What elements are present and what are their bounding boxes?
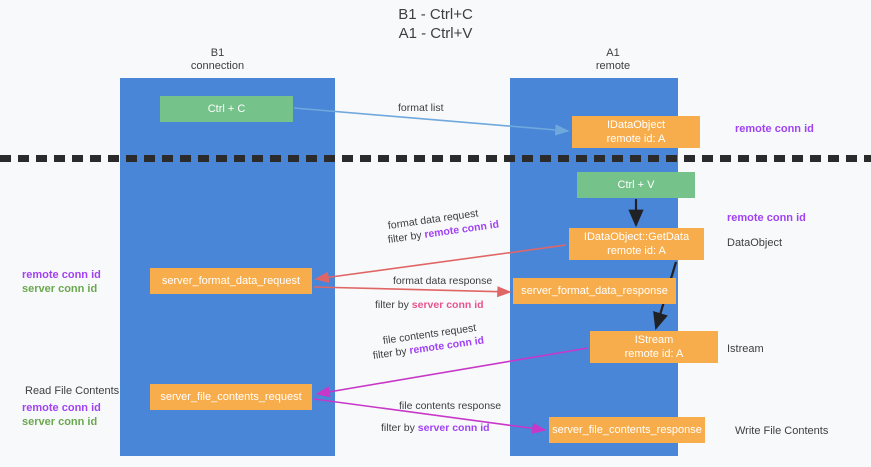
node-server-format-data-request[interactable]: server_format_data_request: [150, 268, 312, 294]
edge-label-format-data-response: format data response: [393, 275, 493, 287]
arrow-format-data-request: [314, 244, 567, 283]
arrow-file-contents-response: [313, 398, 547, 434]
node-ctrl-v[interactable]: Ctrl + V: [577, 172, 695, 198]
annotation-remote-conn-id: remote conn id: [22, 402, 101, 414]
node-server-file-contents-response[interactable]: server_file_contents_response: [549, 417, 705, 443]
node-getdata-remote-id: remote id: A: [607, 245, 666, 257]
node-ctrl-v-label: Ctrl + V: [617, 179, 655, 191]
node-server-file-contents-response-label: server_file_contents_response: [552, 424, 702, 436]
column-header-a1: A1 remote: [513, 47, 713, 73]
filter-key-server-conn-id: server conn id: [411, 299, 484, 311]
node-ctrl-c-label: Ctrl + C: [207, 103, 246, 115]
node-server-file-contents-request-label: server_file_contents_request: [160, 391, 302, 403]
annotation-remote-conn-id: remote conn id: [22, 269, 101, 281]
node-server-file-contents-request[interactable]: server_file_contents_request: [150, 384, 312, 410]
annotation-group-left-low: remote conn id server conn id: [22, 401, 101, 429]
title-line-1: B1 - Ctrl+C: [398, 6, 473, 23]
diagram-title: B1 - Ctrl+C A1 - Ctrl+V: [0, 5, 871, 43]
annotation-write-file-contents: Write File Contents: [735, 425, 829, 437]
node-getdata-title: IDataObject::GetData: [583, 231, 690, 243]
edge-label-file-contents-response-filter: filter by server conn id: [381, 421, 490, 435]
node-istream-remote-id: remote id: A: [624, 348, 684, 360]
node-ctrl-c[interactable]: Ctrl + C: [160, 96, 293, 122]
section-divider: [0, 155, 871, 162]
edge-label-format-data-response-filter: filter by server conn id: [375, 298, 484, 312]
node-istream-title: IStream: [634, 334, 674, 346]
annotation-group-left-mid: remote conn id server conn id: [22, 268, 101, 296]
node-server-format-data-request-label: server_format_data_request: [161, 275, 301, 287]
title-line-2: A1 - Ctrl+V: [398, 25, 473, 42]
filter-prefix: filter by: [375, 299, 412, 311]
node-idataobject-remote-id: remote id: A: [606, 133, 666, 145]
column-header-a1-name: A1: [606, 47, 620, 59]
filter-prefix: filter by: [381, 422, 418, 434]
node-server-format-data-response-label: server_format_data_response: [521, 285, 668, 297]
annotation-dataobject: DataObject: [727, 237, 783, 249]
annotation-remote-conn-id-top: remote conn id: [735, 123, 814, 135]
node-idataobject[interactable]: IDataObject remote id: A: [572, 116, 700, 148]
column-header-b1-role: connection: [190, 60, 245, 72]
node-idataobject-getdata[interactable]: IDataObject::GetData remote id: A: [569, 228, 704, 260]
arrow-file-contents-request: [315, 347, 589, 398]
node-idataobject-title: IDataObject: [606, 119, 666, 131]
annotation-server-conn-id: server conn id: [22, 283, 98, 295]
annotation-server-conn-id: server conn id: [22, 416, 98, 428]
column-header-a1-role: remote: [595, 60, 631, 72]
column-header-b1-name: B1: [210, 47, 225, 59]
edge-label-format-list: format list: [398, 102, 444, 114]
annotation-remote-conn-id-mid: remote conn id: [727, 212, 806, 224]
annotation-istream: Istream: [727, 343, 764, 355]
edge-label-file-contents-response: file contents response: [399, 400, 502, 412]
annotation-read-file-contents: Read File Contents: [25, 385, 120, 397]
filter-key-server-conn-id: server conn id: [417, 422, 490, 434]
arrow-format-list: [293, 107, 570, 136]
node-istream[interactable]: IStream remote id: A: [590, 331, 718, 363]
node-server-format-data-response[interactable]: server_format_data_response: [513, 278, 676, 304]
arrow-format-data-response: [313, 286, 512, 298]
column-header-b1: B1 connection: [125, 47, 310, 73]
